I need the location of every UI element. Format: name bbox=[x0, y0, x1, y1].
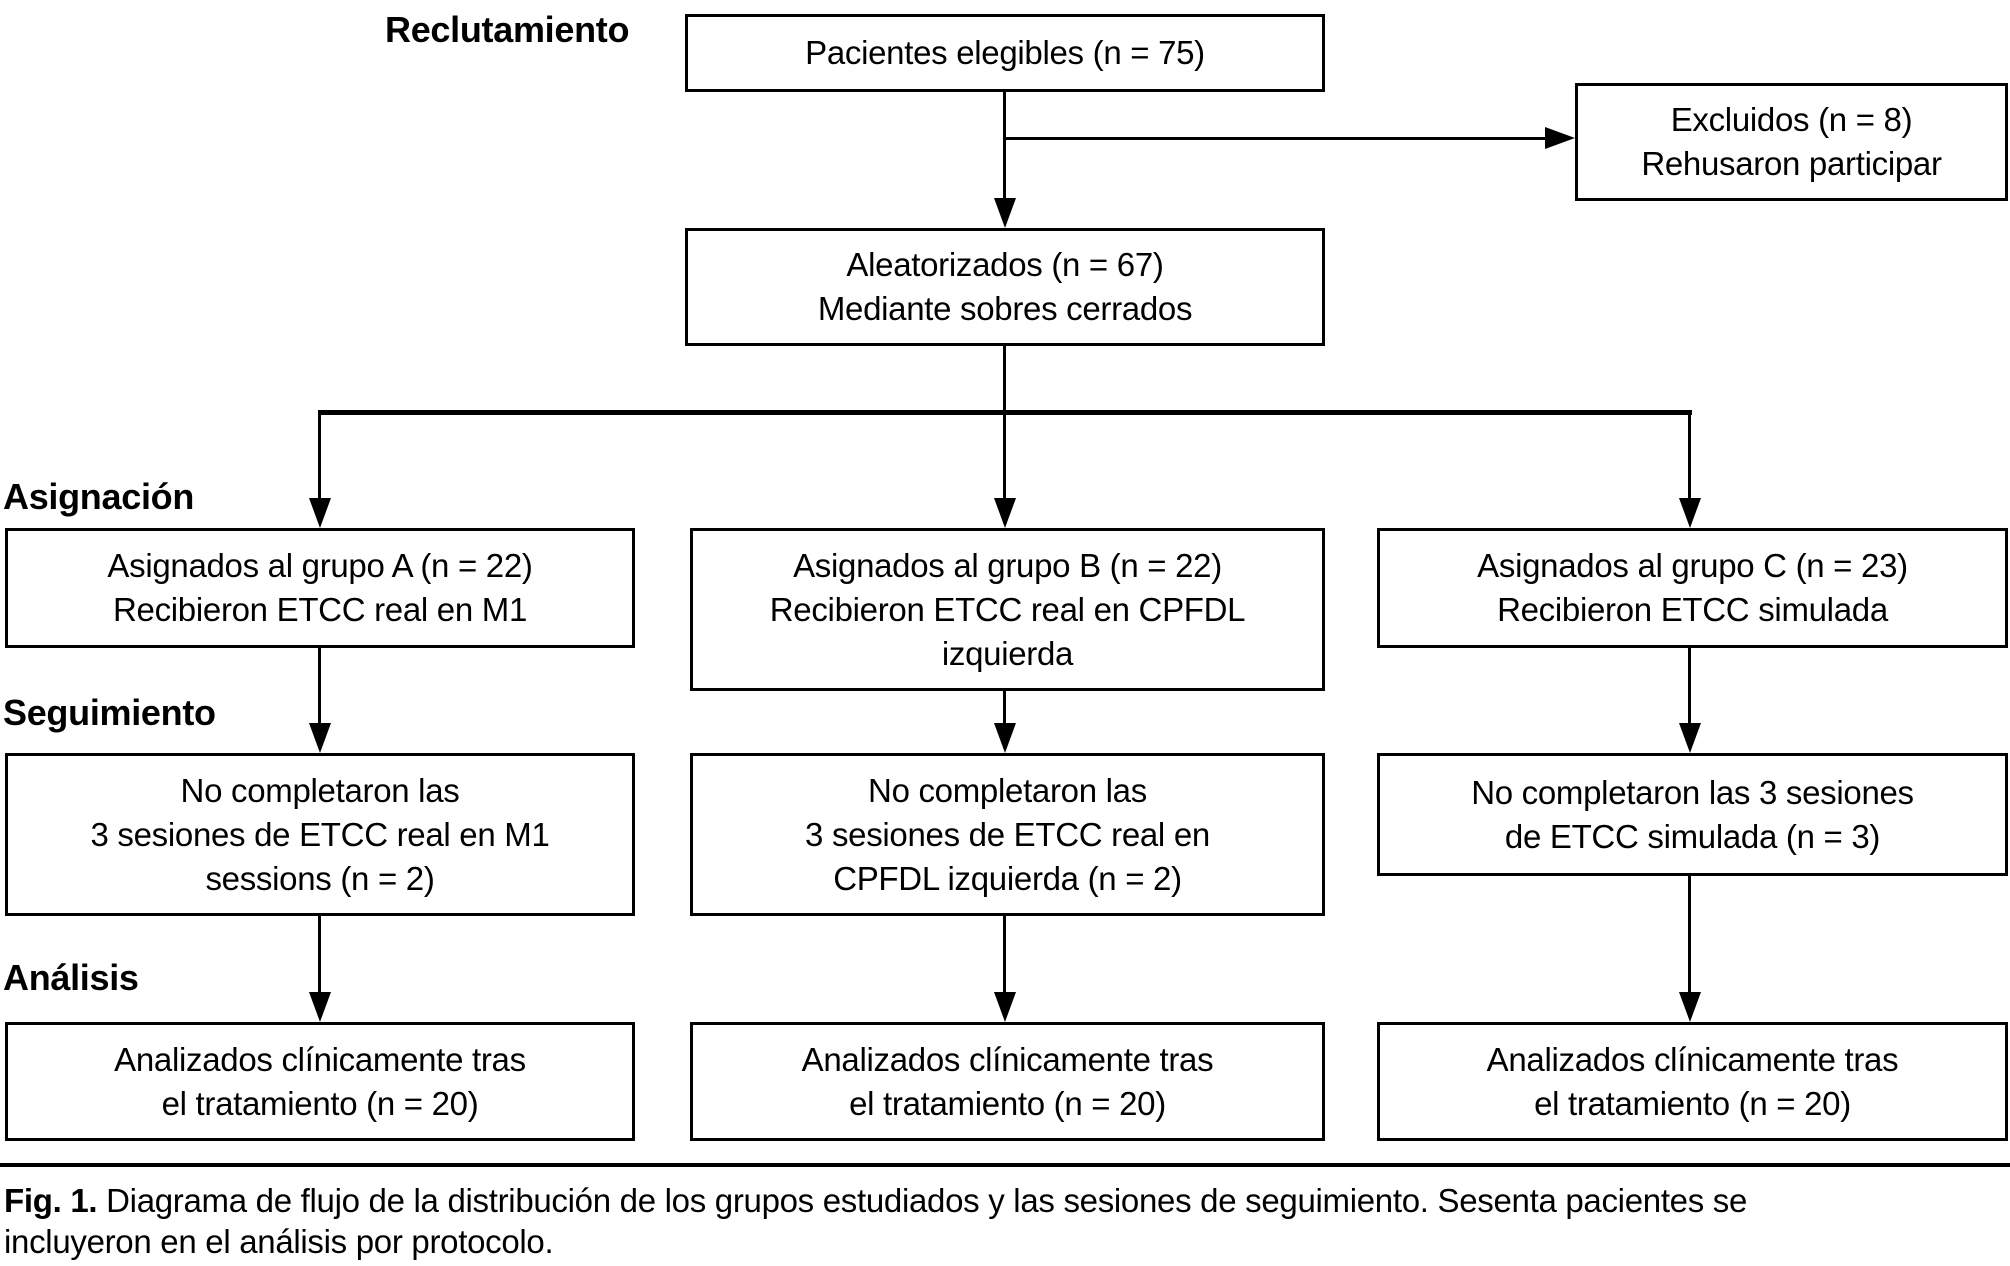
connector-branch-to-group-b bbox=[1003, 415, 1006, 500]
followup-c-box: No completaron las 3 sesiones de ETCC si… bbox=[1377, 753, 2008, 876]
connector-followup-b-to-analysis bbox=[1003, 916, 1006, 994]
analysis-c-box: Analizados clínicamente tras el tratamie… bbox=[1377, 1022, 2008, 1141]
analysis-b-box: Analizados clínicamente tras el tratamie… bbox=[690, 1022, 1325, 1141]
figure-caption-text: Diagrama de flujo de la distribución de … bbox=[4, 1182, 1748, 1260]
connector-eligible-to-randomized bbox=[1003, 92, 1006, 200]
stage-label-allocation: Asignación bbox=[3, 476, 195, 517]
connector-group-b-to-followup bbox=[1003, 691, 1006, 725]
arrowhead-down-group-a-icon bbox=[309, 498, 331, 528]
figure-caption: Fig. 1. Diagrama de flujo de la distribu… bbox=[4, 1180, 2006, 1262]
stage-label-followup: Seguimiento bbox=[3, 692, 216, 733]
followup-a-box: No completaron las 3 sesiones de ETCC re… bbox=[5, 753, 635, 916]
arrowhead-right-excluded-icon bbox=[1545, 127, 1575, 149]
stage-label-analysis: Análisis bbox=[3, 957, 139, 998]
connector-randomized-to-branch bbox=[1003, 346, 1006, 414]
connector-followup-c-to-analysis bbox=[1688, 876, 1691, 994]
connector-branch-to-group-c bbox=[1688, 410, 1691, 500]
group-a-box: Asignados al grupo A (n = 22) Recibieron… bbox=[5, 528, 635, 648]
excluded-box: Excluidos (n = 8) Rehusaron participar bbox=[1575, 83, 2008, 201]
stage-label-recruitment: Reclutamiento bbox=[385, 9, 630, 50]
randomized-box: Aleatorizados (n = 67) Mediante sobres c… bbox=[685, 228, 1325, 346]
connector-group-a-to-followup bbox=[318, 648, 321, 725]
arrowhead-down-group-b-icon bbox=[994, 498, 1016, 528]
arrowhead-down-analysis-c-icon bbox=[1679, 992, 1701, 1022]
figure-caption-label: Fig. 1. bbox=[4, 1182, 98, 1219]
group-b-box: Asignados al grupo B (n = 22) Recibieron… bbox=[690, 528, 1325, 691]
connector-followup-a-to-analysis bbox=[318, 916, 321, 994]
followup-b-box: No completaron las 3 sesiones de ETCC re… bbox=[690, 753, 1325, 916]
analysis-a-box: Analizados clínicamente tras el tratamie… bbox=[5, 1022, 635, 1141]
arrowhead-down-followup-c-icon bbox=[1679, 723, 1701, 753]
branch-horizontal-line bbox=[318, 410, 1692, 415]
arrowhead-down-group-c-icon bbox=[1679, 498, 1701, 528]
connector-branch-to-group-a bbox=[318, 410, 321, 500]
group-c-box: Asignados al grupo C (n = 23) Recibieron… bbox=[1377, 528, 2008, 648]
eligible-patients-box: Pacientes elegibles (n = 75) bbox=[685, 14, 1325, 92]
arrowhead-down-analysis-b-icon bbox=[994, 992, 1016, 1022]
caption-divider-rule bbox=[0, 1163, 2010, 1167]
arrowhead-down-randomized-icon bbox=[994, 198, 1016, 228]
arrowhead-down-followup-b-icon bbox=[994, 723, 1016, 753]
connector-to-excluded bbox=[1004, 137, 1546, 140]
arrowhead-down-analysis-a-icon bbox=[309, 992, 331, 1022]
connector-group-c-to-followup bbox=[1688, 648, 1691, 725]
arrowhead-down-followup-a-icon bbox=[309, 723, 331, 753]
